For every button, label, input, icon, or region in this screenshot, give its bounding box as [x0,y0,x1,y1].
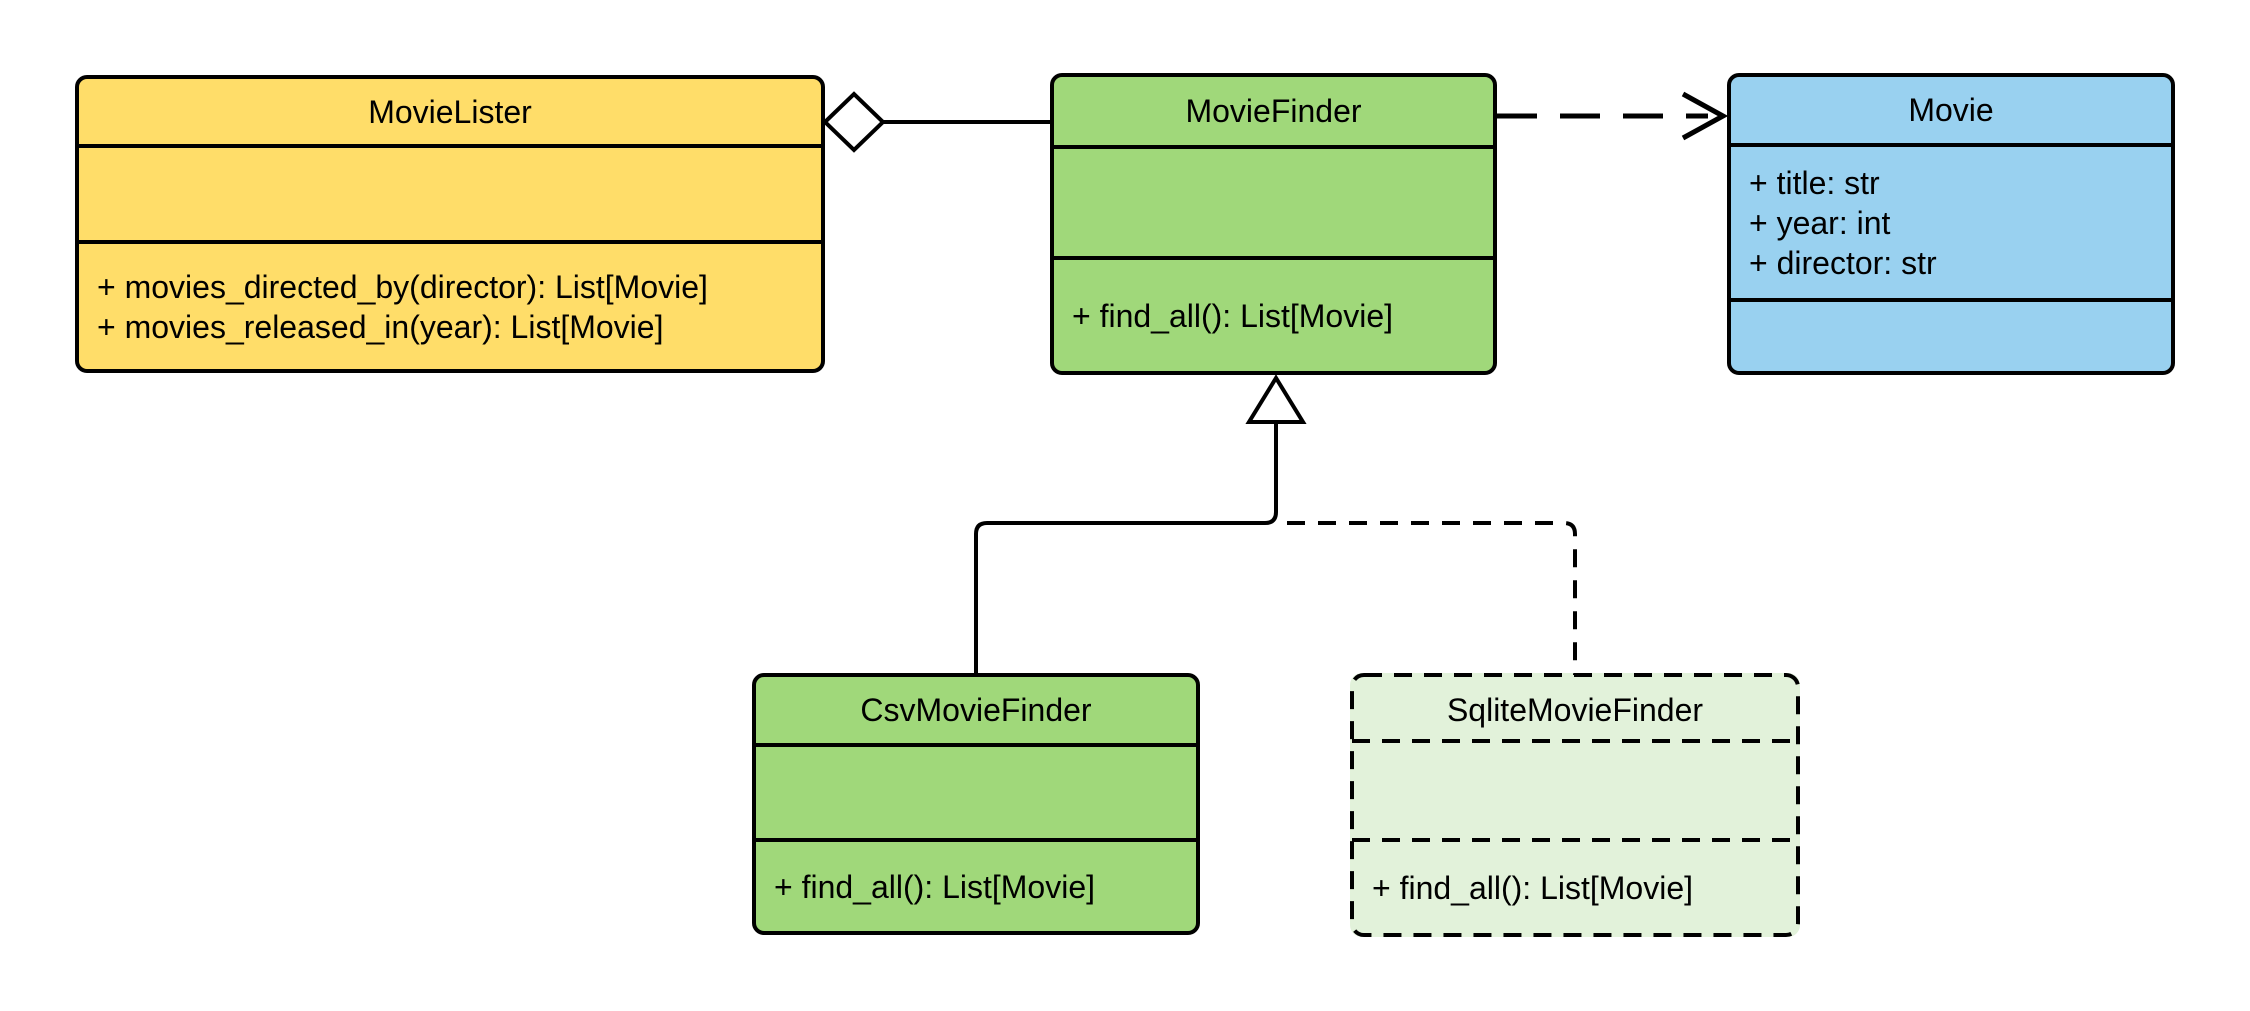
title-compartment: MovieFinder [1054,77,1493,145]
attribute-label: + title: str [1749,164,1880,201]
methods-compartment [1731,298,2171,371]
attributes-compartment [756,743,1196,838]
attributes-compartment [1054,145,1493,256]
class-name-label: MovieLister [368,93,532,130]
method-label: + find_all(): List[Movie] [1372,869,1694,906]
inheritance-dashed-line-sqlite[interactable] [1287,521,1577,675]
inheritance-triangle-icon[interactable] [1245,374,1307,424]
method-label: + movies_directed_by(director): List[Mov… [97,268,708,305]
class-name-label: SqliteMovieFinder [1446,692,1704,728]
attributes-compartment: + title: str + year: int + director: str [1731,143,2171,298]
method-label: + find_all(): List[Movie] [774,868,1096,905]
class-box-csvmoviefinder[interactable]: CsvMovieFinder + find_all(): List[Movie] [752,673,1200,935]
class-box-movielister[interactable]: MovieLister + movies_directed_by(directo… [75,75,825,373]
attributes-compartment [79,144,821,240]
class-box-movie[interactable]: Movie + title: str + year: int + directo… [1727,73,2175,375]
class-box-sqlitemoviefinder[interactable]: SqliteMovieFinder + find_all(): List[Mov… [1350,673,1800,937]
title-compartment: MovieLister [79,79,821,144]
title-compartment: CsvMovieFinder [756,677,1196,743]
class-name-label: MovieFinder [1185,93,1362,129]
method-label: + movies_released_in(year): List[Movie] [97,308,664,345]
methods-compartment: + find_all(): List[Movie] [1354,838,1796,933]
method-label: + find_all(): List[Movie] [1072,297,1394,334]
dependency-open-arrowhead-icon[interactable] [1681,91,1729,141]
methods-compartment: + find_all(): List[Movie] [1054,256,1493,371]
class-name-label: CsvMovieFinder [860,692,1092,728]
title-compartment: SqliteMovieFinder [1354,677,1796,743]
class-box-moviefinder[interactable]: MovieFinder + find_all(): List[Movie] [1050,73,1497,375]
class-name-label: Movie [1908,92,1994,128]
title-compartment: Movie [1731,77,2171,143]
attribute-label: + director: str [1749,244,1937,281]
methods-compartment: + movies_directed_by(director): List[Mov… [79,240,821,369]
aggregation-diamond-icon[interactable] [822,91,886,153]
methods-compartment: + find_all(): List[Movie] [756,838,1196,931]
attribute-label: + year: int [1749,204,1891,241]
attributes-compartment [1354,743,1796,838]
inheritance-solid-line-csv[interactable] [974,422,1278,675]
